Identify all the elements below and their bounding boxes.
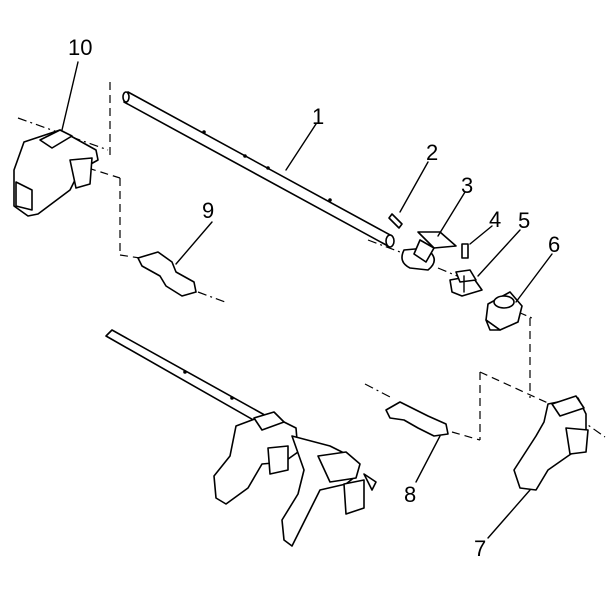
- shaft-hole-4: [328, 198, 332, 202]
- shaft-body: [123, 91, 393, 247]
- assembled-fork-front-top: [253, 411, 285, 431]
- leader-2: [399, 161, 429, 213]
- leader-5: [477, 229, 521, 277]
- assembled-shaft-tip: [363, 473, 377, 491]
- gate-tab: [485, 319, 501, 331]
- shaft-hole-3: [266, 166, 270, 170]
- callout-7: 7: [474, 536, 486, 561]
- fork-10-body: [13, 129, 99, 217]
- leader-dash-8c: [479, 371, 551, 405]
- assembled-hole-2: [230, 396, 234, 400]
- gate-bore: [493, 295, 515, 309]
- assembled-fork-front: [213, 413, 299, 505]
- shift-lug-part: [401, 231, 457, 271]
- fork-10-leg: [69, 157, 93, 189]
- shaft-end-right: [385, 234, 395, 248]
- callout-8: 8: [404, 482, 416, 507]
- assembled-fork-rear-leg: [343, 479, 365, 515]
- shift-link-lower: [385, 401, 449, 437]
- callout-numbers: 10 1 2 3 4 5 6 7 8 9: [68, 35, 560, 561]
- interlock-top: [455, 269, 477, 283]
- shaft-hole-2: [243, 154, 247, 158]
- axis-line-shaft-end: [367, 239, 401, 253]
- lug-arm-side: [413, 239, 435, 263]
- callout-10: 10: [68, 35, 92, 60]
- shift-fork-upper-left: [13, 129, 99, 217]
- axis-line-9: [197, 291, 226, 303]
- shaft-hole-1: [202, 130, 206, 134]
- leader-7: [487, 489, 531, 539]
- assembled-rail-shaft: [105, 329, 271, 427]
- leader-9: [175, 221, 213, 265]
- fork-10-foot: [15, 181, 33, 211]
- link-9-body: [137, 251, 197, 297]
- leader-dash-8a: [451, 431, 481, 441]
- leader-6: [515, 253, 553, 303]
- leader-1: [285, 123, 317, 171]
- shift-gate-part: [485, 291, 523, 331]
- fork-7-top: [551, 395, 585, 417]
- lug-arm: [417, 231, 457, 249]
- leader-4: [469, 225, 493, 245]
- pin-part: [461, 243, 469, 259]
- callout-2: 2: [426, 140, 438, 165]
- callout-9: 9: [202, 198, 214, 223]
- axis-line-left: [17, 117, 109, 151]
- assembled-hole-1: [183, 370, 187, 374]
- leader-8: [415, 435, 441, 483]
- callout-3: 3: [461, 173, 473, 198]
- roll-pin-body: [388, 213, 403, 229]
- leader-10: [61, 61, 79, 131]
- fork-7-leg: [565, 427, 589, 455]
- callout-1: 1: [312, 104, 324, 129]
- assembled-fork-front-leg: [267, 445, 289, 475]
- shift-shaft-part: [122, 91, 395, 248]
- pin-body: [461, 243, 469, 259]
- fork-7-body: [513, 397, 587, 491]
- assembled-shift-rail: [105, 329, 377, 547]
- leader-dash-10b: [87, 167, 121, 179]
- shift-link-upper: [137, 251, 197, 297]
- callout-5: 5: [518, 208, 530, 233]
- leader-3: [437, 191, 466, 237]
- leader-lines: [61, 61, 553, 539]
- link-8-body: [385, 401, 449, 437]
- leader-dash-9b: [119, 254, 141, 259]
- callout-6: 6: [548, 232, 560, 257]
- alignment-lines: [17, 82, 606, 441]
- fork-10-top: [39, 129, 73, 149]
- shift-fork-right: [513, 395, 589, 491]
- axis-line-8: [364, 383, 393, 399]
- callout-4: 4: [489, 207, 501, 232]
- assembled-gate: [317, 451, 361, 483]
- roll-pin-part: [388, 213, 403, 229]
- shaft-end-left: [122, 91, 130, 103]
- interlock-part: [449, 269, 483, 297]
